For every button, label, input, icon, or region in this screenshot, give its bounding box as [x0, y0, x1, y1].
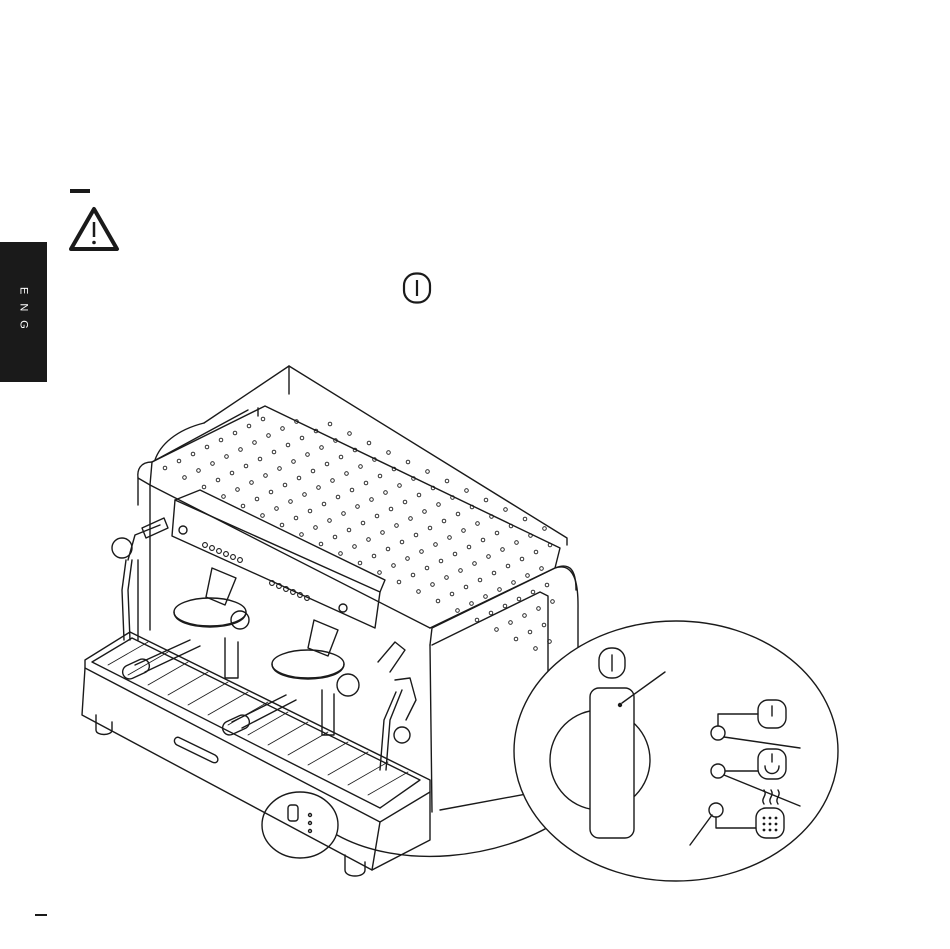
machine-body [138, 462, 152, 640]
control-panel [172, 490, 385, 628]
machine-feet [96, 715, 365, 876]
steam-wand-right [337, 642, 416, 770]
detail-callout [514, 621, 838, 881]
cup-warmer-perforations [163, 417, 554, 650]
page-footer-mark [35, 914, 47, 916]
drip-tray [82, 632, 430, 870]
steam-wand-left [112, 518, 168, 640]
group-head-right [220, 620, 344, 737]
cup-warmer-top [150, 406, 560, 645]
switch-callout-source [262, 792, 560, 858]
